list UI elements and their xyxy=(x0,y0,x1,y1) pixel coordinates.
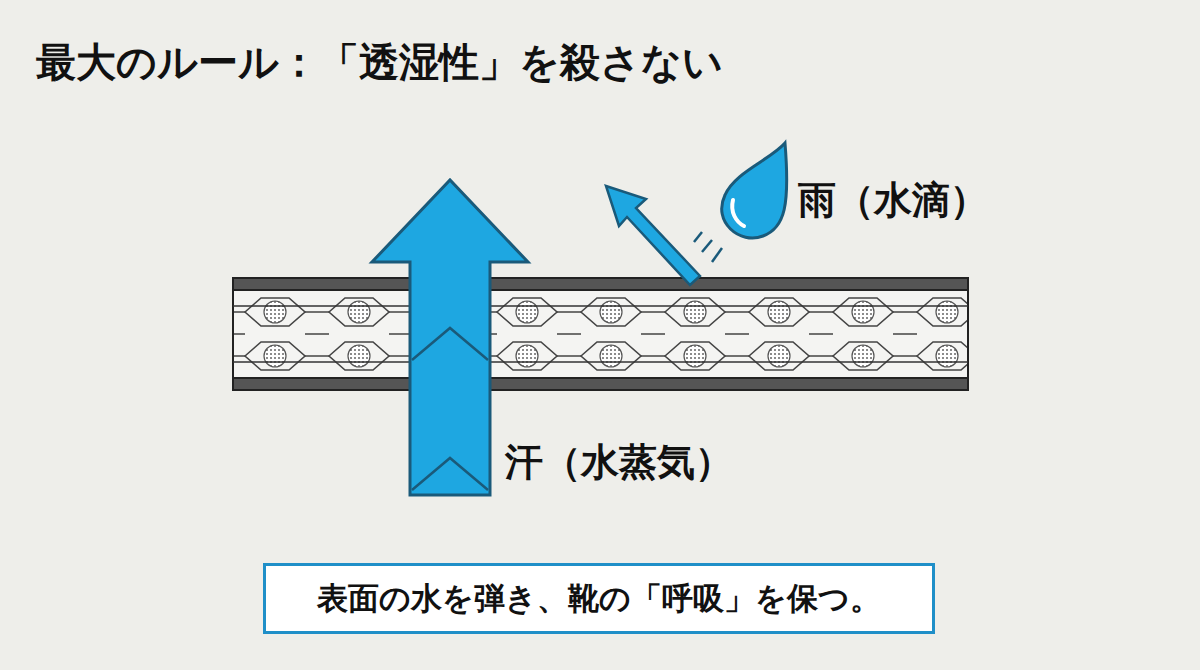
chevron xyxy=(412,328,488,360)
water-drop xyxy=(722,143,787,238)
label: 雨（水滴） xyxy=(798,178,988,224)
membrane-core xyxy=(233,290,968,378)
bounce-arrow xyxy=(606,186,700,285)
top-layer xyxy=(233,278,968,290)
title: 最大のルール：「透湿性」を殺さない xyxy=(36,38,723,86)
chevron xyxy=(412,458,488,490)
label: 汗（水蒸気） xyxy=(505,440,733,486)
caption-box: 表面の水を弾き、靴の「呼吸」を保つ。 xyxy=(263,563,935,634)
vapor-arrow xyxy=(372,180,528,495)
bottom-layer xyxy=(233,378,968,390)
